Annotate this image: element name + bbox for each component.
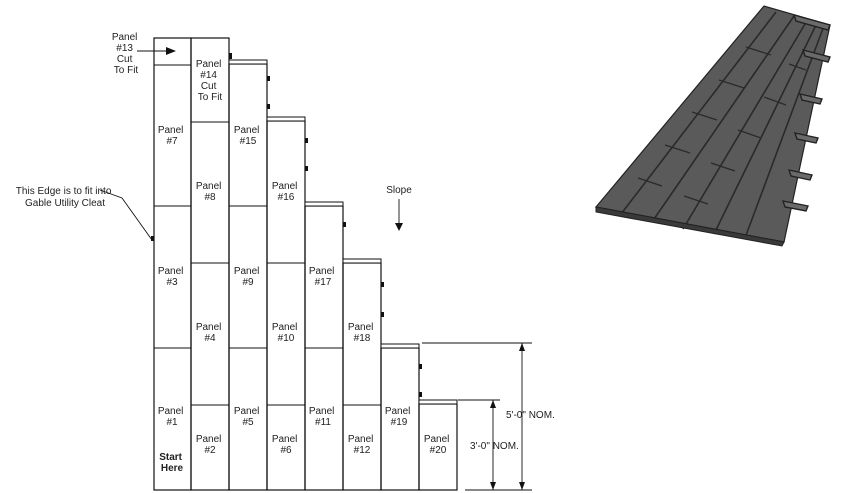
panel-label: Panel #7 (158, 125, 186, 147)
panel-label: Panel #8 (196, 181, 224, 203)
panel-label: Panel #4 (196, 322, 224, 344)
panel-label: Panel #18 (348, 322, 376, 344)
panel-label: Panel #10 (272, 322, 300, 344)
dimension-3ft: 3'-0" NOM. (458, 399, 519, 490)
panel-label: Panel #20 (424, 434, 452, 456)
slope-label: Slope (386, 185, 412, 196)
start-here-label: Start Here (159, 452, 185, 474)
dim-5ft-label: 5'-0" NOM. (506, 410, 555, 421)
dim-3ft-label: 3'-0" NOM. (470, 441, 519, 452)
panel-label: Panel #16 (272, 181, 300, 203)
panel-label: Panel #9 (234, 266, 262, 288)
panel-label: Panel #13 Cut To Fit (112, 32, 140, 76)
panel-label: Panel #2 (196, 434, 224, 456)
panel-label: Panel #19 (385, 406, 413, 428)
panel-label: Panel #3 (158, 266, 186, 288)
slope-arrow-icon (395, 223, 403, 231)
roof-3d-illustration (594, 5, 831, 247)
dimension-5ft: 5'-0" NOM. (422, 342, 555, 491)
panel-grid (151, 37, 458, 491)
panel-label: Panel #17 (309, 266, 337, 288)
panel-label: Panel #12 (348, 434, 376, 456)
panel-label: Panel #14 Cut To Fit (196, 59, 224, 103)
panel-label: Panel #5 (234, 406, 262, 428)
panel-13-arrow-icon (166, 47, 176, 55)
column-2 (190, 37, 230, 491)
panel-label: Panel #1 (158, 406, 186, 428)
panel-label: Panel #6 (272, 434, 300, 456)
panel-label: Panel #11 (309, 406, 337, 428)
panel-labels: Panel #13 Cut To Fit Panel #14 Cut To Fi… (112, 32, 452, 474)
edge-leader-line (99, 189, 153, 241)
edge-note: This Edge is to fit into Gable Utility C… (16, 186, 114, 209)
panel-label: Panel #15 (234, 125, 262, 147)
